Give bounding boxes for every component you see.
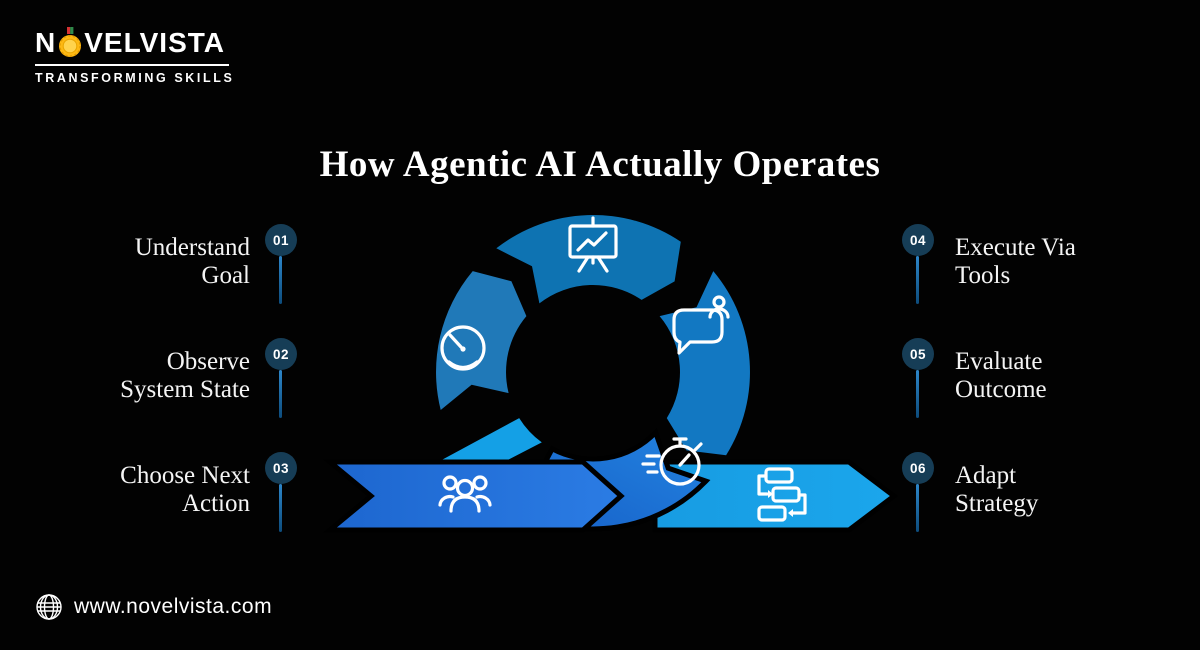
team-icon: [438, 475, 492, 513]
loop-segment-top: [496, 214, 681, 304]
page-title: How Agentic AI Actually Operates: [319, 143, 881, 185]
chat-user-icon: [672, 295, 730, 355]
novelvista-logo: N VELVISTA TRANSFORMING SKILLS: [35, 26, 234, 85]
website-url: www.novelvista.com: [74, 595, 273, 618]
logo-brand-suffix: VELVISTA: [84, 27, 225, 58]
step-connector: [916, 484, 919, 532]
logo-divider: [35, 64, 229, 66]
footer: www.novelvista.com: [34, 592, 272, 622]
loop-segment-exit-arrow: [425, 418, 542, 499]
globe-icon: [36, 594, 62, 620]
step-label: Understand Goal: [134, 234, 250, 289]
step-label: Execute Via Tools: [955, 234, 1076, 289]
arrow-band-left: [323, 459, 625, 533]
step-label: Adapt Strategy: [955, 462, 1039, 517]
step-number-badge: 02: [265, 338, 297, 370]
medal-icon: [59, 27, 82, 57]
workflow-icon: [757, 467, 807, 522]
step-label: Observe System State: [120, 348, 250, 403]
presentation-chart-icon: [568, 216, 618, 273]
step-number-badge: 05: [902, 338, 934, 370]
step-connector: [279, 370, 282, 418]
logo-tagline: TRANSFORMING SKILLS: [35, 71, 235, 85]
step-number-badge: 01: [265, 224, 297, 256]
step-label: Evaluate Outcome: [955, 348, 1047, 403]
step-label: Choose Next Action: [120, 462, 250, 517]
loop-segment-right: [659, 271, 750, 456]
step-connector: [279, 484, 282, 532]
stopwatch-icon: [641, 437, 703, 486]
gauge-icon: [440, 325, 486, 371]
logo-brand-prefix: N: [35, 27, 57, 58]
step-number-badge: 04: [902, 224, 934, 256]
step-connector: [916, 370, 919, 418]
step-number-badge: 03: [265, 452, 297, 484]
logo-brand: N VELVISTA: [35, 26, 234, 60]
step-connector: [916, 256, 919, 304]
step-connector: [279, 256, 282, 304]
step-number-badge: 06: [902, 452, 934, 484]
